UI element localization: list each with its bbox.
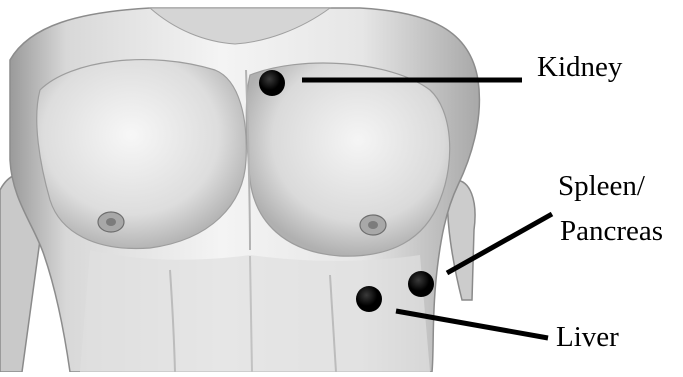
kidney-label: Kidney xyxy=(537,52,622,83)
right-nipple xyxy=(360,215,386,235)
pancreas-label: Pancreas xyxy=(560,216,663,247)
spleen-pancreas-marker xyxy=(408,271,434,297)
abdomen xyxy=(80,250,430,372)
liver-marker xyxy=(356,286,382,312)
kidney-marker xyxy=(259,70,285,96)
left-nipple xyxy=(98,212,124,232)
left-pectoral xyxy=(37,60,247,249)
liver-label: Liver xyxy=(556,322,619,353)
spleen-label: Spleen/ xyxy=(558,171,645,202)
